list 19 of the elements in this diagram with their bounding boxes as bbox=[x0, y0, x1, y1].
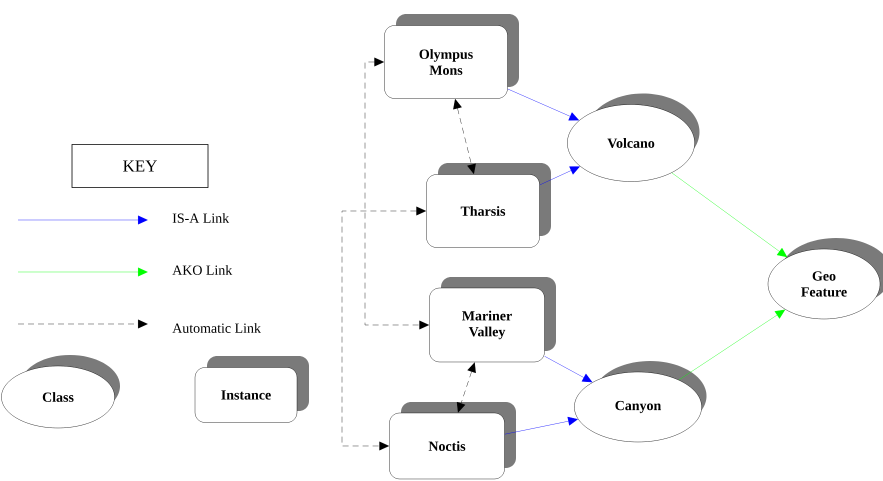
arrow bbox=[453, 98, 476, 174]
arrow bbox=[504, 416, 578, 434]
arrow bbox=[456, 362, 476, 413]
arrow bbox=[678, 310, 786, 380]
arrow bbox=[508, 88, 579, 120]
arrow bbox=[544, 356, 592, 382]
instance-box: Olympus Mons bbox=[384, 14, 519, 99]
legend-label: Automatic Link bbox=[172, 323, 261, 333]
instance-box: Noctis bbox=[389, 402, 516, 480]
arrow bbox=[672, 172, 788, 258]
instance-box: Mariner Valley bbox=[429, 277, 556, 362]
arrow bbox=[540, 166, 580, 186]
instance-box: Instance bbox=[194, 356, 309, 423]
arrow bbox=[364, 58, 430, 330]
key-box: KEY bbox=[72, 144, 208, 188]
instance-box: Tharsis bbox=[426, 163, 551, 248]
arrow bbox=[342, 206, 426, 450]
legend-label: IS-A Link bbox=[172, 213, 230, 223]
legend-label: AKO Link bbox=[172, 265, 232, 275]
